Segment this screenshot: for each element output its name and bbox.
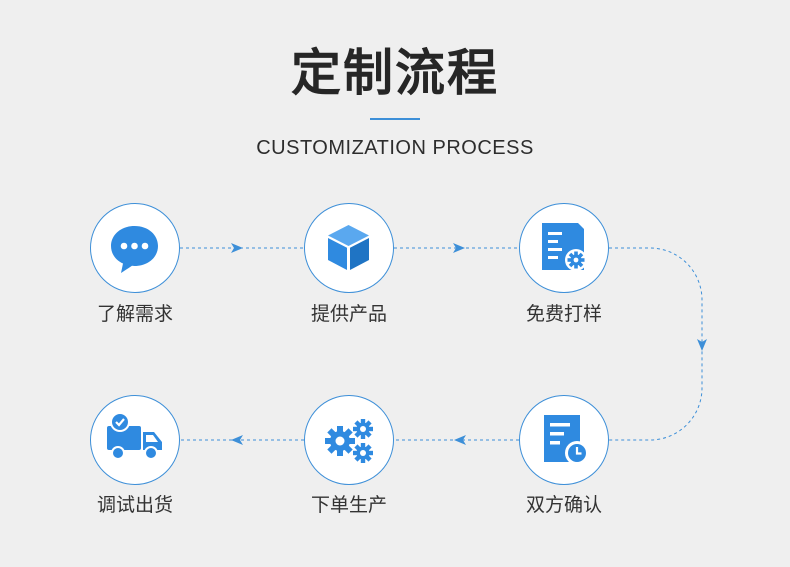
arrow-down-icon [697, 339, 707, 351]
step-label: 双方确认 [525, 494, 602, 516]
step-provide-product [304, 203, 394, 293]
chat-bubble-icon [111, 226, 158, 273]
step-label: 下单生产 [310, 494, 387, 516]
document-gear-icon [542, 223, 587, 271]
gears-icon [325, 419, 373, 463]
page-subtitle: CUSTOMIZATION PROCESS [256, 137, 534, 159]
step-label: 调试出货 [96, 494, 173, 516]
step-label: 免费打样 [525, 303, 602, 325]
step-mutual-confirmation [519, 395, 609, 485]
box-icon [328, 225, 369, 270]
arrow-left-icon [454, 435, 466, 445]
delivery-truck-icon [107, 412, 162, 460]
document-clock-icon [544, 415, 589, 465]
arrow-right-icon [231, 243, 243, 253]
step-understand-requirements [90, 203, 180, 293]
arrow-right-icon [453, 243, 465, 253]
title-underline [370, 118, 420, 120]
step-free-sampling [519, 203, 609, 293]
step-debug-ship [90, 395, 180, 485]
connector-3-4 [609, 247, 703, 441]
arrow-left-icon [231, 435, 243, 445]
page-title: 定制流程 [291, 44, 499, 102]
step-label: 提供产品 [310, 303, 387, 325]
step-label: 了解需求 [96, 303, 173, 325]
step-order-production [304, 395, 394, 485]
